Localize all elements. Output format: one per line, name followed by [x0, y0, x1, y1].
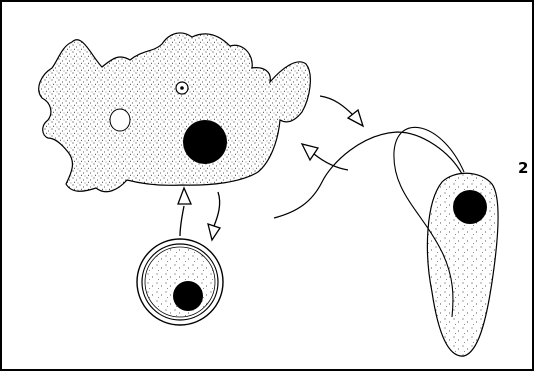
flagellate-nucleus [453, 190, 487, 224]
cyst-icon [137, 239, 223, 325]
arrow-cyst-to-amoeba [180, 206, 184, 236]
cyst-nucleus [173, 281, 203, 311]
amoeba-body [39, 33, 311, 192]
flagellate-icon [274, 127, 498, 356]
arrow-amoeba-to-cyst [214, 192, 220, 226]
amoeba-icon [39, 33, 311, 192]
amoeba-nucleus [183, 120, 227, 164]
contractile-vacuole [110, 109, 130, 131]
arrow-amoeba-to-flagellate [320, 96, 354, 116]
panel-number: 2 [518, 159, 528, 177]
